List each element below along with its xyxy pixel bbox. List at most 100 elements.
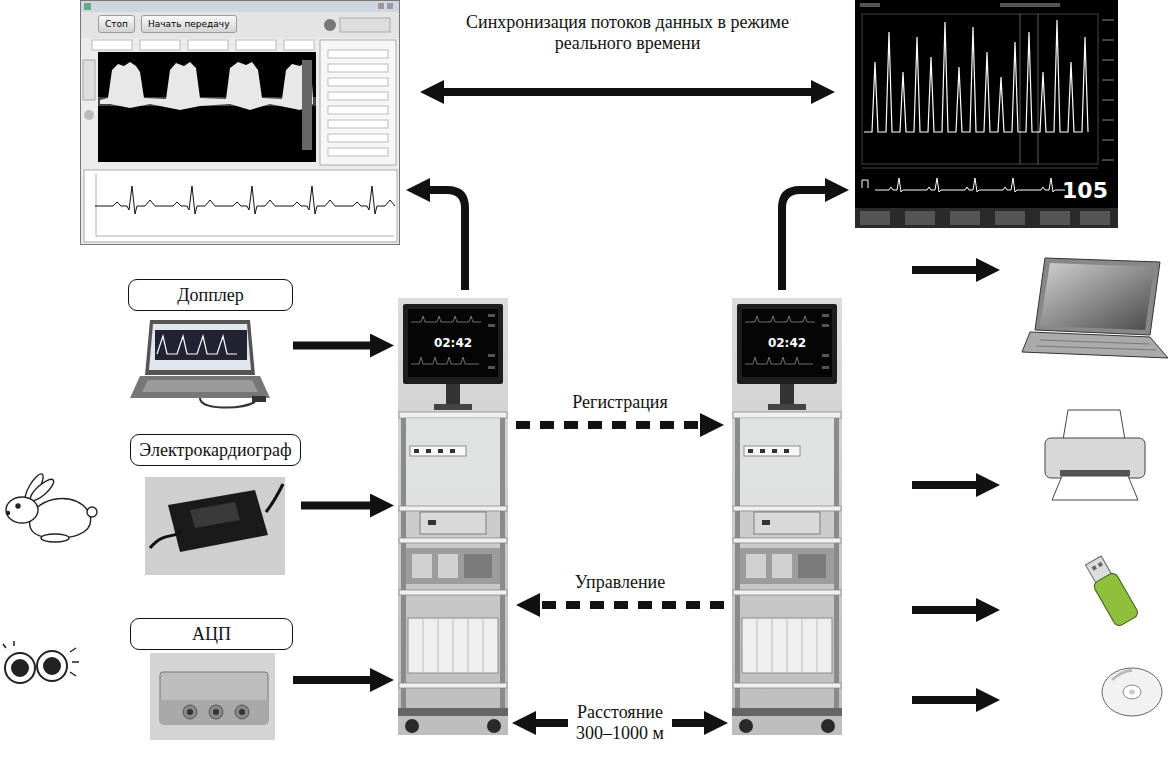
usb-stick-icon: [1092, 571, 1140, 627]
device-block: Допплер: [128, 279, 293, 412]
software-window-screenshot: [387, 3, 393, 9]
doppler-laptop-photo: [130, 320, 270, 408]
device-block: АЦП: [130, 618, 293, 742]
device-block: Электрокардиограф: [130, 434, 301, 577]
software-window-screenshot: [84, 3, 91, 10]
edge-label-holder: Расстояние 300–1000 м: [568, 702, 672, 744]
doppler-laptop-photo: [157, 336, 237, 354]
doppler-laptop-photo: [155, 330, 247, 360]
monitor-screenshot: [862, 180, 868, 188]
adc-device-photo: [235, 705, 249, 719]
laptop-icon: [1035, 258, 1160, 335]
monitor-clock: 02:42: [732, 336, 842, 350]
monitor-screenshot: [855, 0, 1118, 228]
doppler-laptop-photo: [252, 396, 266, 402]
output-arrows: [912, 266, 976, 274]
connector-arrow: [782, 190, 825, 290]
adc-device-photo: [150, 653, 275, 740]
device-label: АЦП: [130, 618, 293, 650]
ecg-device-photo: [190, 502, 240, 528]
output-arrows: [912, 606, 976, 614]
monitor-screenshot: [1102, 20, 1114, 160]
equipment-cart: 02:42: [398, 298, 508, 735]
laptop-icon: [1022, 258, 1168, 358]
edge-label-holder: Управление: [572, 572, 668, 593]
monitor-screenshot: [1000, 3, 1060, 7]
speakers-drawing: [3, 641, 79, 683]
rabbit-drawing: [87, 507, 97, 517]
edge-label-holder: Синхронизация потоков данных в режиме ре…: [453, 12, 803, 54]
edge-label-holder: Регистрация: [569, 392, 670, 413]
speakers-drawing: [37, 651, 67, 681]
adc-device-photo: [187, 709, 193, 715]
monitor-screenshot: [995, 211, 1025, 225]
software-window-screenshot: [236, 40, 276, 50]
rabbit-drawing: [30, 499, 91, 538]
usb-stick-icon: [1092, 565, 1097, 570]
cd-disc-icon: [1102, 668, 1162, 716]
edge-label: Расстояние 300–1000 м: [568, 702, 672, 744]
software-screenshot: СтопНачать передачу: [80, 0, 400, 245]
doppler-laptop-photo: [142, 380, 258, 392]
software-window-screenshot: [284, 40, 314, 50]
speakers-drawing: [5, 653, 35, 683]
monitor-screenshot: [875, 178, 1065, 192]
monitor-screenshot: [855, 208, 1118, 228]
rabbit-drawing: [41, 534, 69, 542]
adc-device-photo: [239, 709, 245, 715]
dashed-arrow: [516, 421, 700, 429]
ecg-device-photo: [145, 477, 285, 575]
output-arrows: [912, 481, 976, 489]
software-window-screenshot: [81, 1, 400, 245]
software-window-screenshot: [100, 62, 313, 110]
usb-stick-icon: [1082, 554, 1140, 628]
software-window-screenshot: [328, 78, 388, 86]
laptop-icon: [1022, 332, 1168, 358]
printer-icon: [1052, 476, 1138, 500]
laptop-icon: [1040, 263, 1154, 330]
printer-icon: [1045, 438, 1145, 478]
doppler-laptop-photo: [149, 324, 251, 370]
adc-device-photo: [183, 705, 197, 719]
device-label: Электрокардиограф: [130, 434, 301, 466]
software-window-screenshot: [92, 40, 132, 50]
cd-disc-icon: [1112, 670, 1132, 680]
monitor-screenshot: [862, 14, 1098, 164]
adc-device-photo: [150, 653, 275, 740]
doppler-laptop-photo: [145, 320, 255, 375]
toolbar-button: Стоп: [98, 15, 135, 33]
edge-label: Регистрация: [569, 392, 670, 413]
cd-disc-icon: [1123, 685, 1141, 699]
software-window-screenshot: [302, 60, 312, 150]
laptop-icon: [1036, 340, 1156, 350]
monitor-clock: 02:42: [398, 336, 508, 350]
printer-icon: [1063, 410, 1125, 440]
output-arrows: [912, 696, 976, 704]
monitor-screenshot: [905, 211, 935, 225]
software-window-screenshot: [320, 40, 396, 165]
software-window-screenshot: [340, 18, 390, 32]
software-window-screenshot: [81, 1, 399, 12]
ecg-device-photo: [266, 484, 283, 512]
rabbit-drawing: [6, 472, 97, 542]
software-window-screenshot: [84, 110, 94, 120]
device-label: Допплер: [128, 279, 293, 311]
software-window-screenshot: [324, 19, 336, 31]
software-window-screenshot: [328, 148, 388, 156]
software-window-screenshot: [95, 186, 395, 214]
edge-label: Управление: [572, 572, 668, 593]
adc-device-photo: [209, 705, 223, 719]
equipment-cart: 02:42: [732, 298, 842, 735]
software-window-screenshot: [98, 52, 316, 162]
heart-rate-value: 105: [855, 178, 1118, 204]
software-window-screenshot: [84, 170, 397, 242]
rabbit-drawing: [6, 497, 38, 523]
software-window-screenshot: [328, 50, 388, 58]
speakers-drawing: [3, 641, 79, 676]
rabbit-drawing: [7, 512, 10, 515]
adc-device-photo: [160, 700, 268, 724]
software-window-screenshot: [328, 92, 388, 100]
